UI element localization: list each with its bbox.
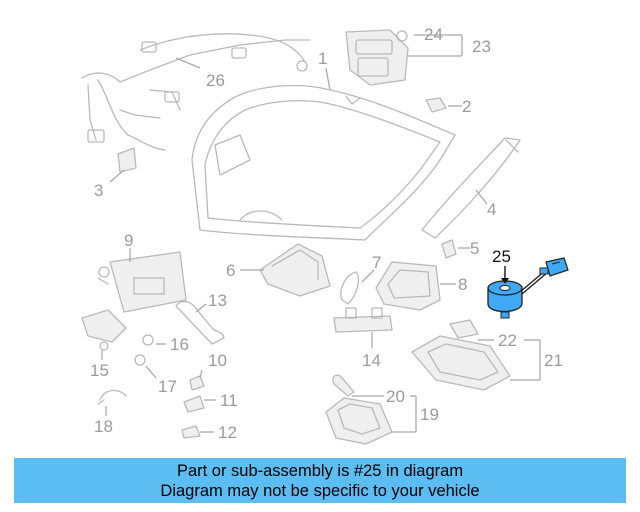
part-16-clip[interactable] (142, 334, 154, 346)
callout-7: 7 (372, 253, 381, 272)
part-9-sun-visor[interactable] (97, 251, 187, 313)
part-18-handle[interactable] (97, 389, 127, 405)
callout-12: 12 (218, 423, 237, 442)
part-5-cap[interactable] (441, 239, 457, 259)
part-4-pillar-trim[interactable] (421, 137, 521, 239)
callout-14: 14 (362, 351, 381, 370)
part-20-bulb[interactable] (332, 374, 355, 397)
part-14-bracket[interactable] (333, 307, 393, 333)
callout-26: 26 (206, 71, 225, 90)
part-23-overhead-console[interactable] (345, 29, 409, 86)
callout-1: 1 (318, 49, 327, 68)
leader-lines (101, 34, 541, 433)
part-8-lamp-housing[interactable] (375, 261, 441, 311)
callout-10: 10 (208, 351, 227, 370)
part-26-wiring-harness[interactable] (81, 33, 311, 151)
callout-22: 22 (498, 331, 517, 350)
callout-5: 5 (470, 239, 479, 258)
part-1-headliner[interactable] (191, 84, 456, 241)
part-2-clip[interactable] (425, 97, 447, 113)
part-15-visor-mount[interactable] (81, 309, 127, 351)
callout-labels: 1 2 3 4 5 6 7 8 9 10 11 12 13 14 15 16 1… (90, 25, 563, 442)
callout-24: 24 (424, 25, 443, 44)
part-11-clip[interactable] (183, 395, 205, 413)
parts-diagram: 1 2 3 4 5 6 7 8 9 10 11 12 13 14 15 16 1… (81, 25, 569, 445)
part-13-grab-handle[interactable] (175, 300, 225, 345)
callout-20: 20 (386, 387, 405, 406)
callout-4: 4 (487, 200, 496, 219)
callout-23: 23 (472, 37, 491, 56)
callout-18: 18 (94, 417, 113, 436)
part-7-seal[interactable] (340, 271, 360, 305)
part-19-map-lamp[interactable] (325, 397, 393, 445)
part-17-clip[interactable] (134, 354, 146, 366)
callout-8: 8 (458, 275, 467, 294)
part-3-bracket[interactable] (117, 147, 137, 173)
callout-6: 6 (226, 261, 235, 280)
callout-11: 11 (220, 391, 238, 410)
banner-line-2: Diagram may not be specific to your vehi… (160, 481, 480, 500)
part-6-bracket[interactable] (259, 243, 331, 297)
part-12-clip[interactable] (181, 425, 201, 439)
callout-15: 15 (90, 361, 109, 380)
banner-line-1: Part or sub-assembly is #25 in diagram (176, 461, 464, 480)
callout-9: 9 (124, 231, 133, 250)
part-10-clip[interactable] (189, 375, 205, 391)
info-banner: Part or sub-assembly is #25 in diagram D… (14, 458, 626, 503)
callout-16: 16 (170, 335, 189, 354)
callout-17: 17 (158, 377, 177, 396)
callout-19: 19 (420, 405, 439, 424)
part-25-sensor[interactable] (487, 257, 569, 319)
part-22-bulb[interactable] (449, 319, 479, 339)
callout-3: 3 (94, 181, 103, 200)
callout-2: 2 (462, 97, 471, 116)
part-21-dome-lamp[interactable] (411, 335, 511, 391)
callout-21: 21 (544, 351, 563, 370)
callout-25: 25 (492, 247, 511, 266)
callout-13: 13 (208, 291, 227, 310)
